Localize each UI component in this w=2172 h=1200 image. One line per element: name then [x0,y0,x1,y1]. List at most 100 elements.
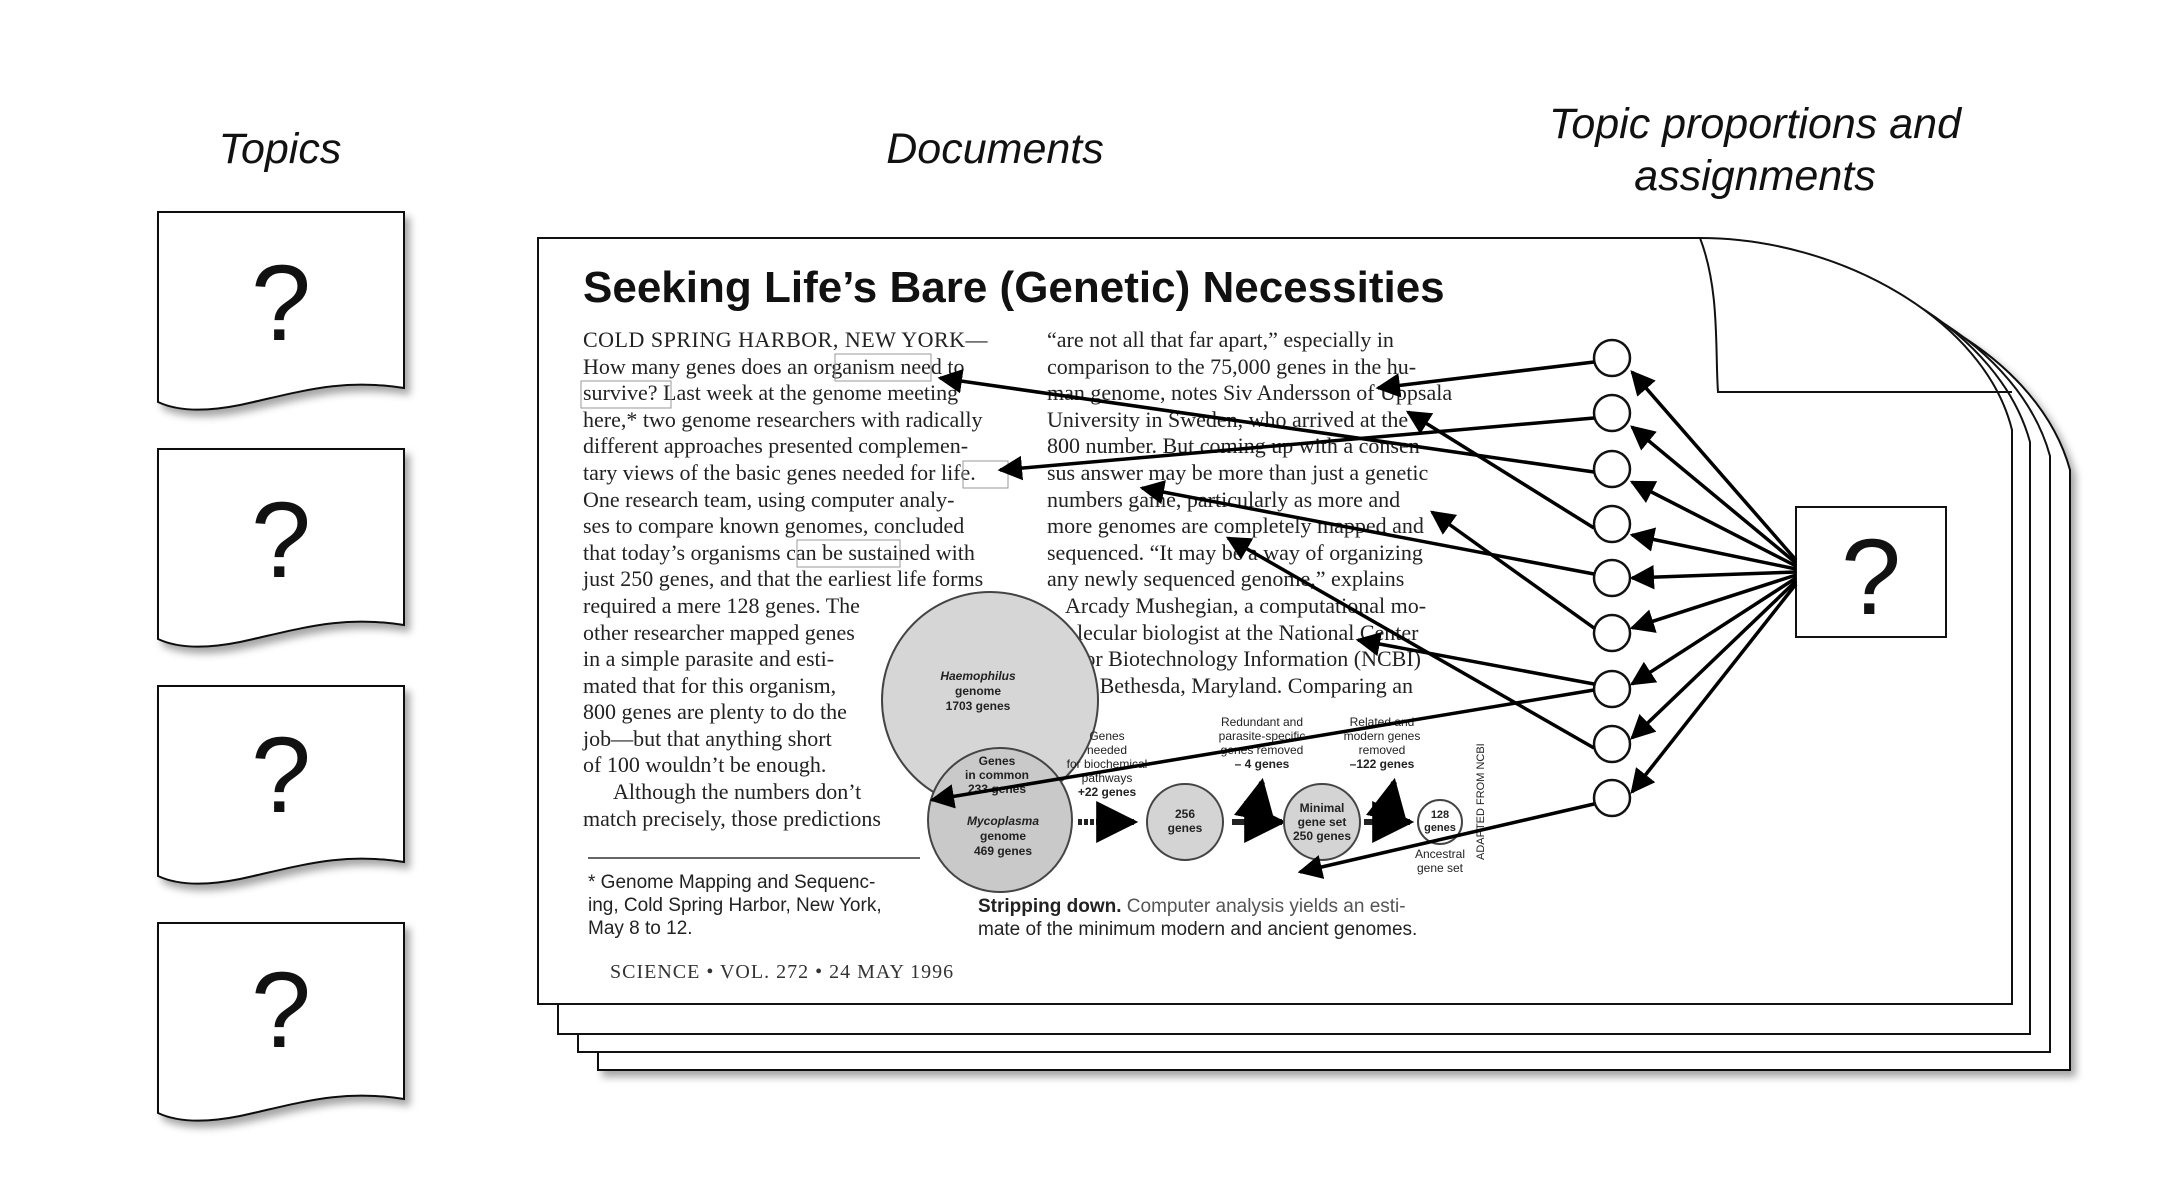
c128-label-1: 128 [1431,809,1449,821]
c128-label-2: genes [1424,822,1456,834]
figure-credit: ADAPTED FROM NCBI [1475,743,1487,860]
left-line-11: other researcher mapped genes [583,620,855,645]
related-label-4: –122 genes [1350,757,1415,771]
article-dateline: COLD SPRING HARBOR, NEW YORK— [583,327,989,352]
topic-card-1 [157,211,405,411]
documents-header: Documents [886,125,1103,173]
redundant-label-4: – 4 genes [1235,757,1290,771]
c256-label-2: genes [1168,821,1203,835]
left-line-14: 800 genes are plenty to do the [583,699,847,724]
assignment-nodes [1592,338,1798,818]
left-line-9: just 250 genes, and that the earliest li… [582,566,983,591]
right-line-7: numbers game, particularly as more and [1047,487,1400,512]
left-line-15: job—but that anything short [582,726,832,751]
mycoplasma-label-1: Mycoplasma [967,814,1039,828]
related-label-1: Related and [1350,715,1415,729]
assignment-node-9 [1592,778,1632,818]
left-line-1: How many genes does an organism need to [583,354,964,379]
arrow-box-to-node-4 [1629,527,1797,571]
haemophilus-label-2: genome [955,684,1001,698]
arrow-node8-to-mapped [1225,536,1595,750]
assignment-node-7 [1592,669,1632,709]
left-line-12: in a simple parasite and esti- [583,646,834,671]
assignment-node-1 [1592,338,1632,378]
left-line-16: of 100 wouldn’t be enough. [583,752,826,777]
related-label-3: removed [1359,743,1406,757]
right-line-2: comparison to the 75,000 genes in the hu… [1047,354,1416,379]
caption-rest: Computer analysis yields an esti- [1122,896,1406,917]
caption-bold: Stripping down. [978,896,1122,917]
haemophilus-label-3: 1703 genes [946,699,1011,713]
left-line-6: One research team, using computer analy- [583,487,954,512]
arrow-box-to-node-2 [1630,425,1798,565]
common-label-1: Genes [979,754,1016,768]
footnote-line-1: * Genome Mapping and Sequenc- [588,872,875,893]
right-line-11: Arcady Mushegian, a computational mo- [1065,593,1426,618]
topic-card-2-label: ? [251,479,311,600]
figure-caption-line1: Stripping down. Computer analysis yields… [978,896,1406,917]
topic-proportion-label: ? [1841,516,1901,637]
c256-label-1: 256 [1175,807,1195,821]
left-line-7: ses to compare known genomes, concluded [583,513,964,538]
topic-card-4 [157,922,405,1122]
topic-card-3-label: ? [251,714,311,835]
journal-footer: SCIENCE • VOL. 272 • 24 MAY 1996 [610,961,954,983]
arrow-box-to-node-3 [1629,480,1797,568]
minimal-label-1: Minimal [1300,801,1345,815]
redundant-label-1: Redundant and [1221,715,1303,729]
article-left-column: COLD SPRING HARBOR, NEW YORK— How many g… [582,327,989,831]
right-line-14: in Bethesda, Maryland. Comparing an [1077,673,1413,698]
needed-label-2: needed [1087,743,1127,757]
right-line-13: for Biotechnology Information (NCBI) [1077,646,1421,671]
left-line-2: survive? Last week at the genome meeting [583,380,958,405]
left-line-8: that today’s organisms can be sustained … [583,540,975,565]
right-line-8: more genomes are completely mapped and [1047,513,1424,538]
page-fold [1699,237,2012,393]
arrow-node9-to-computer [1297,802,1595,879]
assignment-node-2 [1592,393,1632,433]
redundant-label-3: genes removed [1221,743,1304,757]
mycoplasma-label-3: 469 genes [974,844,1032,858]
arrow-node3-to-organism [937,369,1595,474]
assignment-node-4 [1592,504,1632,544]
arrow-box-to-node-6 [1629,573,1797,633]
assignment-node-5 [1592,558,1632,598]
word-box-organisms [796,539,901,568]
arrow-node4-to-andersson [1405,410,1595,530]
right-line-6: sus answer may be more than just a genet… [1047,460,1428,485]
arrow-node7-to-ncbi [1355,631,1595,686]
article-right-column: “are not all that far apart,” especially… [1047,327,1452,698]
proportions-header-line2: assignments [1634,152,1875,200]
circle-256 [1146,783,1224,861]
article-title: Seeking Life’s Bare (Genetic) Necessitie… [583,263,1445,312]
arrow-box-to-node-9 [1630,582,1798,794]
left-line-5: tary views of the basic genes needed for… [583,460,976,485]
needed-label-5: +22 genes [1078,785,1137,799]
left-line-3: here,* two genome researchers with radic… [583,407,983,432]
word-box-organism [834,353,932,382]
minimal-label-3: 250 genes [1293,829,1351,843]
topics-header: Topics [219,125,342,173]
left-line-13: mated that for this organism, [583,673,836,698]
mycoplasma-label-2: genome [980,829,1026,843]
footnote-line-3: May 8 to 12. [588,918,693,939]
figure-caption-line2: mate of the minimum modern and ancient g… [978,919,1417,940]
assignment-node-6 [1592,613,1632,653]
left-line-18: match precisely, those predictions [583,806,881,831]
arrow-node6-to-genomes [1430,510,1596,630]
footnote-line-2: ing, Cold Spring Harbor, New York, [588,895,882,916]
left-line-17: Although the numbers don’t [613,779,861,804]
proportions-header-line1: Topic proportions and [1549,100,1963,148]
arrow-box-to-node-8 [1630,579,1798,740]
topic-card-4-label: ? [251,949,311,1070]
word-assignment-arrows [929,360,1596,879]
assignment-node-3 [1592,449,1632,489]
topic-card-2 [157,448,405,648]
needed-label-1: Genes [1089,729,1124,743]
needed-label-3: for biochemical [1067,757,1148,771]
redundant-label-2: parasite-specific [1219,729,1306,743]
arrow-box-to-node-1 [1630,370,1798,562]
ancestral-label-1: Ancestral [1415,847,1465,861]
arrow-node5-to-numbers [1139,480,1595,576]
